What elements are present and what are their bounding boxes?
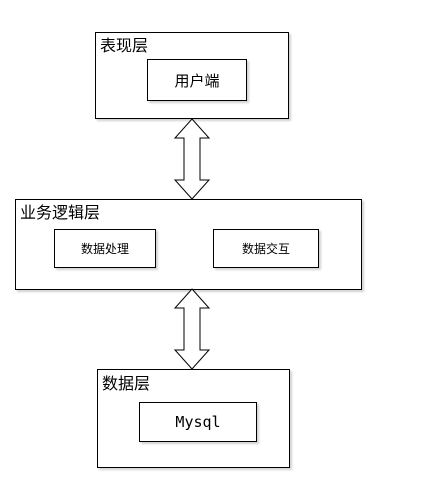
double-arrow-business-data: [173, 288, 211, 370]
business-logic-layer-title: 业务逻辑层: [20, 203, 101, 222]
data-layer: 数据层 Mysql: [97, 369, 290, 468]
presentation-layer-title: 表现层: [100, 36, 149, 55]
data-processing-box: 数据处理: [54, 229, 156, 268]
mysql-box: Mysql: [139, 402, 257, 442]
business-logic-layer: 业务逻辑层 数据处理 数据交互: [15, 199, 362, 290]
data-interaction-box: 数据交互: [213, 229, 319, 268]
double-arrow-presentation-business: [173, 118, 211, 200]
client-box: 用户端: [147, 59, 247, 101]
presentation-layer: 表现层 用户端: [95, 32, 289, 119]
data-layer-title: 数据层: [102, 374, 151, 393]
